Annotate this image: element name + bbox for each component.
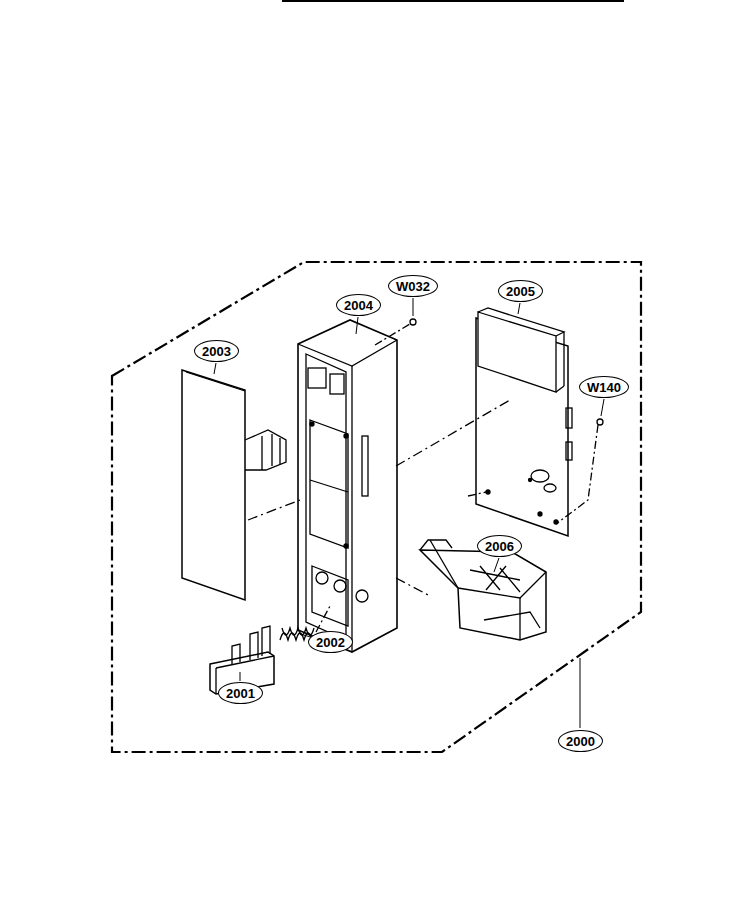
callout-number: 2006 — [485, 540, 514, 553]
screw — [556, 419, 603, 524]
callout-number: 2005 — [506, 285, 535, 298]
membrane-panel — [182, 370, 300, 600]
callout-number: W032 — [396, 280, 430, 293]
header-rule — [282, 0, 624, 2]
callout-number: 2003 — [202, 345, 231, 358]
callout-oval: 2001 — [218, 682, 263, 704]
circuit-board — [468, 308, 572, 536]
door-latch — [420, 540, 546, 640]
callout-oval: 2003 — [194, 340, 239, 362]
callout-oval: 2000 — [558, 730, 603, 752]
callout-oval: 2006 — [477, 535, 522, 557]
callout-number: 2004 — [344, 299, 373, 312]
control-frame — [298, 320, 510, 652]
callout-oval: 2005 — [498, 280, 543, 302]
assembly-boundary — [112, 262, 641, 752]
callout-number: 2001 — [226, 687, 255, 700]
callout-oval: 2004 — [336, 294, 381, 316]
screw — [375, 319, 416, 345]
callout-number: 2000 — [566, 735, 595, 748]
leader-lines — [214, 298, 604, 728]
callout-oval: W140 — [579, 376, 629, 398]
callout-oval: 2002 — [308, 631, 353, 653]
callout-number: W140 — [587, 381, 621, 394]
callout-number: 2002 — [316, 636, 345, 649]
callout-oval: W032 — [388, 275, 438, 297]
